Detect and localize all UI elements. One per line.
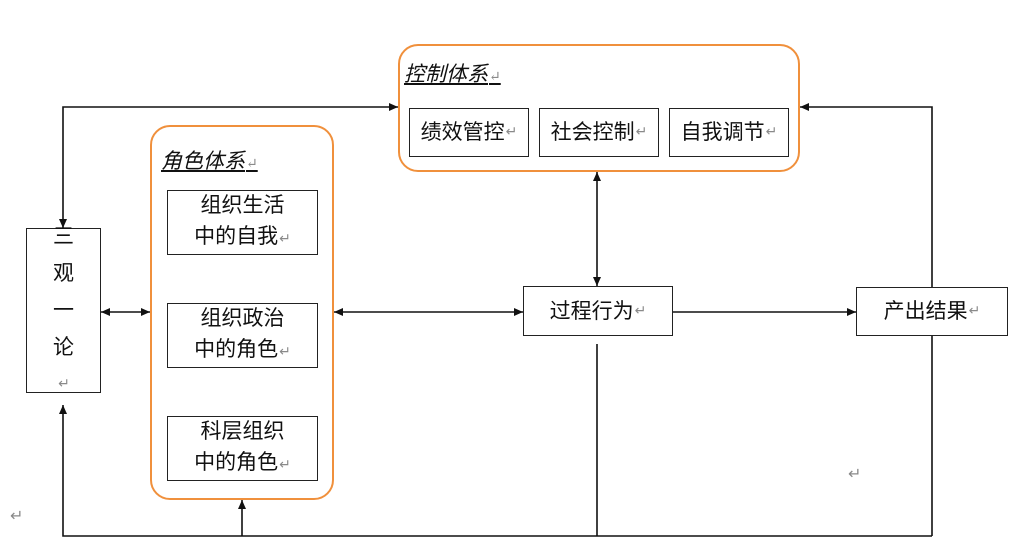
paragraph-mark-left: ↵ xyxy=(10,506,24,525)
control-system-frame xyxy=(398,44,800,172)
control-item-self: 自我调节↵ xyxy=(669,108,789,157)
role-item-bureaucracy: 科层组织 中的角色↵ xyxy=(167,416,318,481)
role-system-frame xyxy=(150,125,334,500)
control-item-performance: 绩效管控↵ xyxy=(409,108,529,157)
role-item-self: 组织生活 中的自我↵ xyxy=(167,190,318,255)
output-box: 产出结果↵ xyxy=(856,287,1008,336)
link-output-to-control xyxy=(800,103,933,287)
control-item-social: 社会控制↵ xyxy=(539,108,659,157)
link-bottom-to-theory xyxy=(59,405,932,537)
link-theory-to-control xyxy=(59,103,398,228)
role-system-title: 角色体系↵ xyxy=(161,149,258,173)
paragraph-mark-right: ↵ xyxy=(848,464,862,483)
control-system-title: 控制体系↵ xyxy=(404,62,501,86)
theory-box: 三 观 一 论↵ xyxy=(26,224,101,393)
process-box: 过程行为↵ xyxy=(523,286,673,336)
role-item-politics: 组织政治 中的角色↵ xyxy=(167,303,318,368)
